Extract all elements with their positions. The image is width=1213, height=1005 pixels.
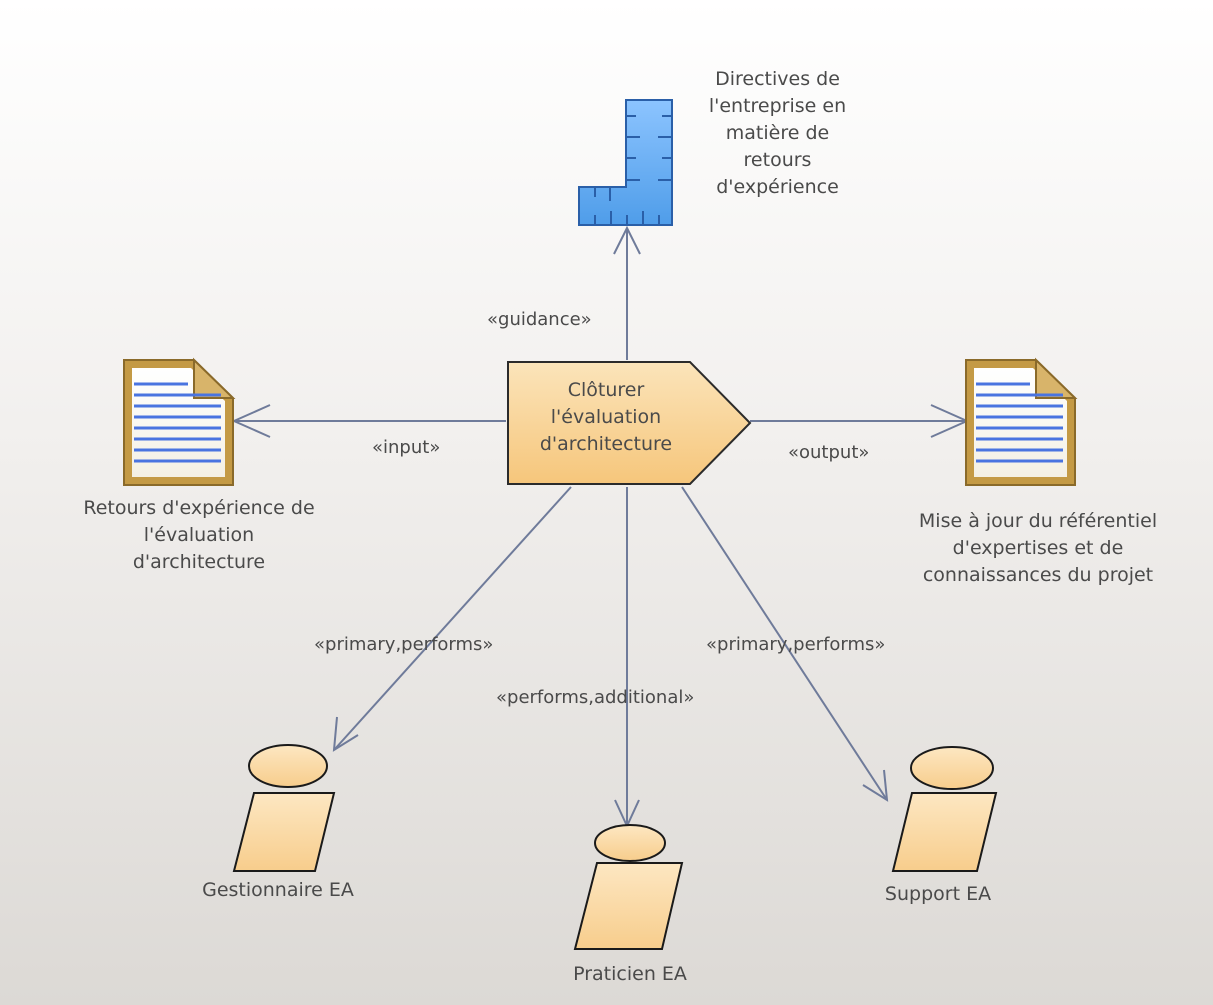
guidance-ruler-icon[interactable]: [578, 99, 673, 226]
connector-label-output: «output»: [788, 442, 870, 463]
input-document-icon[interactable]: [123, 357, 236, 486]
document-lines: [976, 382, 1063, 463]
connector-output[interactable]: [750, 404, 970, 438]
document-lines: [134, 382, 221, 463]
role-icon-right[interactable]: [891, 746, 998, 872]
output-artifact-label: Mise à jour du référentiel d'expertises …: [918, 510, 1158, 586]
connector-left-role[interactable]: [332, 486, 572, 752]
role-icon-center[interactable]: [573, 824, 684, 950]
guidance-label: Directives de l'entreprise en matière de…: [708, 68, 847, 198]
task-label: Clôturer l'évaluation d'architecture: [539, 379, 673, 455]
connector-label-right-role: «primary,performs»: [706, 634, 886, 655]
connector-input[interactable]: [231, 404, 506, 438]
ruler-ticks: [594, 115, 672, 225]
output-document-icon[interactable]: [965, 357, 1078, 486]
connector-center-role[interactable]: [614, 487, 640, 829]
role-label-right: Support EA: [884, 883, 992, 905]
role-label-center: Praticien EA: [573, 963, 687, 985]
connector-label-input: «input»: [372, 437, 441, 458]
role-label-left: Gestionnaire EA: [202, 879, 354, 901]
connector-label-left-role: «primary,performs»: [314, 634, 494, 655]
connector-right-role[interactable]: [681, 486, 889, 802]
connector-label-guidance: «guidance»: [487, 309, 592, 330]
task-shape[interactable]: [507, 361, 752, 485]
connector-guidance[interactable]: [613, 225, 641, 360]
input-artifact-label: Retours d'expérience de l'évaluation d'a…: [83, 497, 315, 573]
connector-label-center-role: «performs,additional»: [496, 687, 695, 708]
role-icon-left[interactable]: [232, 744, 336, 872]
